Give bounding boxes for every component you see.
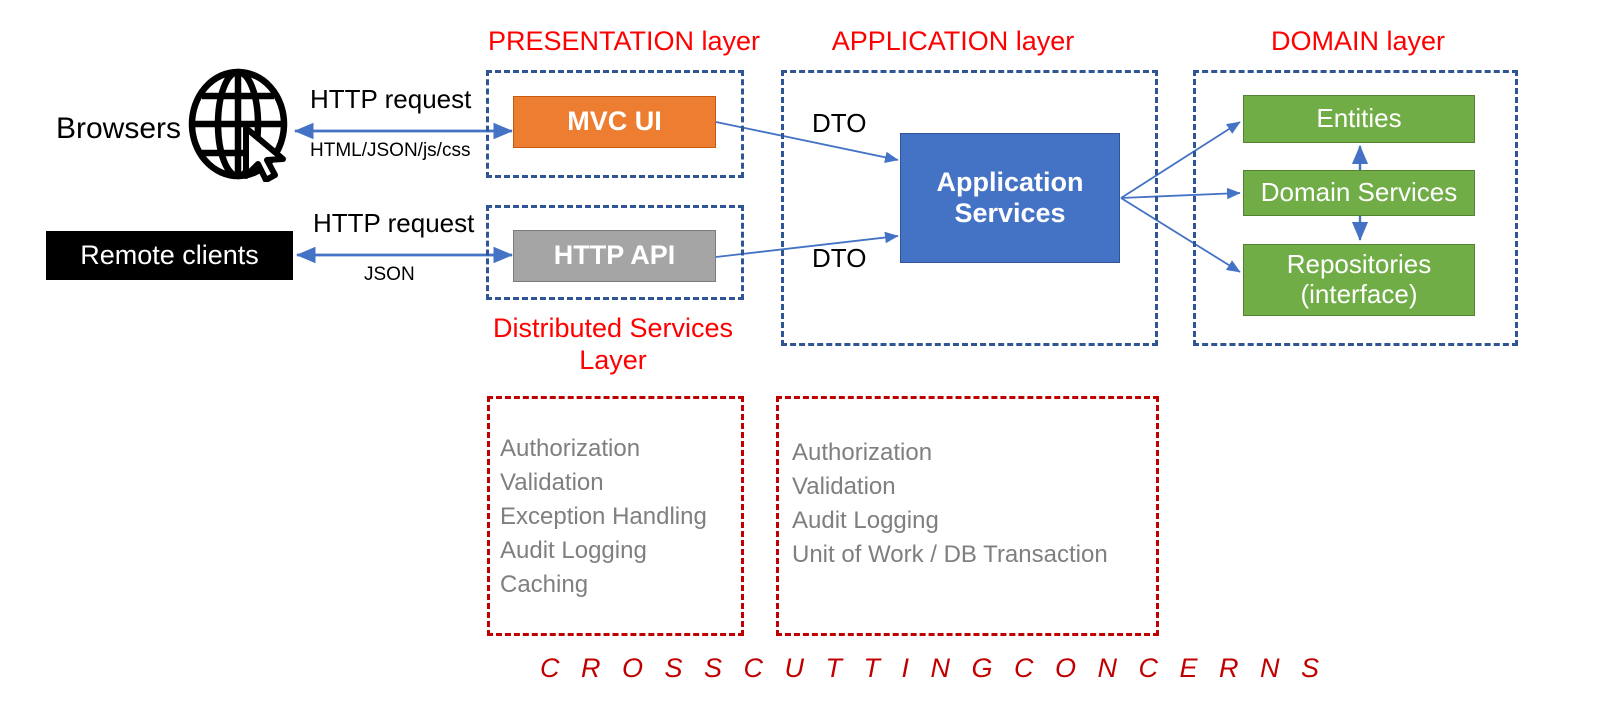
presentation-concerns-container — [487, 396, 744, 636]
list-item: Unit of Work / DB Transaction — [792, 541, 1108, 569]
domain-services-box[interactable]: Domain Services — [1243, 170, 1475, 216]
application-services-label-line1: Application — [936, 166, 1084, 197]
mvc-ui-box[interactable]: MVC UI — [513, 96, 716, 148]
list-item: Authorization — [792, 439, 933, 466]
remote-clients-box: Remote clients — [46, 231, 293, 280]
application-concerns-list: Authorization Validation Audit Logging U… — [792, 436, 1108, 572]
presentation-api-container — [486, 205, 744, 300]
distributed-services-caption-line1: Distributed Services — [492, 313, 734, 343]
presentation-mvc-container — [486, 70, 744, 178]
application-services-box[interactable]: Application Services — [900, 133, 1120, 263]
repositories-label-line2: (interface) — [1300, 279, 1418, 309]
repositories-box[interactable]: Repositories (interface) — [1243, 244, 1475, 316]
list-item: Validation — [792, 473, 896, 501]
list-item: Caching — [500, 571, 589, 599]
list-item: Audit Logging — [792, 507, 939, 535]
browser-request-label: HTTP request — [310, 84, 472, 114]
presentation-layer-caption: PRESENTATION layer — [488, 26, 761, 56]
list-item: Authorization — [500, 435, 641, 462]
distributed-services-layer-caption: Distributed Services Layer — [488, 313, 738, 377]
application-layer-caption: APPLICATION layer — [831, 26, 1075, 56]
domain-layer-container — [1193, 70, 1518, 346]
application-services-label-line2: Services — [954, 198, 1066, 228]
repositories-label-line1: Repositories — [1286, 249, 1432, 280]
dto-bottom-label: DTO — [812, 243, 867, 273]
browser-response-label: HTML/JSON/js/css — [310, 140, 471, 161]
domain-layer-caption: DOMAIN layer — [1270, 26, 1446, 56]
application-concerns-container — [776, 396, 1159, 636]
dto-top-label: DTO — [812, 108, 867, 138]
list-item: Exception Handling — [500, 503, 707, 531]
browsers-label: Browsers — [56, 112, 182, 145]
client-response-label: JSON — [364, 264, 415, 285]
list-item: Audit Logging — [500, 537, 647, 565]
application-layer-container — [781, 70, 1158, 346]
http-api-box[interactable]: HTTP API — [513, 230, 716, 282]
globe-cursor-icon — [186, 66, 294, 183]
cross-cutting-concerns-heading: C R O S S C U T T I N G C O N C E R N S — [540, 653, 1327, 683]
client-request-label: HTTP request — [313, 208, 475, 238]
entities-box[interactable]: Entities — [1243, 95, 1475, 143]
distributed-services-caption-line2: Layer — [579, 344, 647, 375]
presentation-concerns-list: Authorization Validation Exception Handl… — [500, 432, 707, 602]
list-item: Validation — [500, 469, 604, 497]
